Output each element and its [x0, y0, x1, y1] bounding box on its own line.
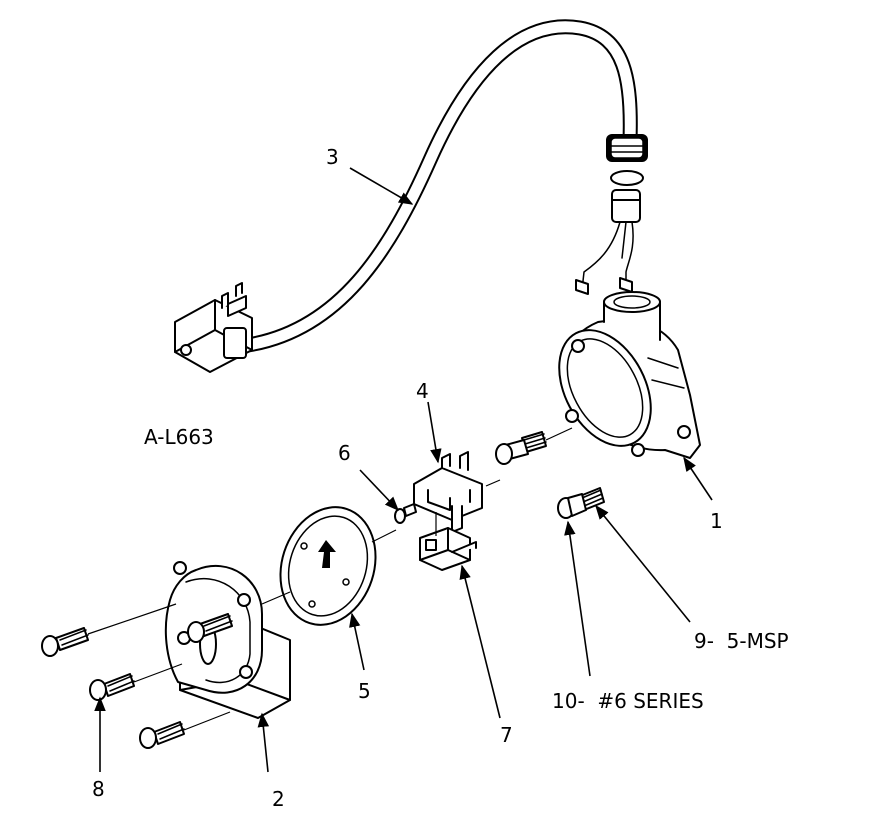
callout-2: 2 [272, 787, 285, 811]
model-number: A-L663 [144, 425, 214, 449]
callout-9: 9- 5-MSP [694, 629, 789, 653]
switch-cover [164, 561, 291, 719]
housing-screw [495, 431, 547, 465]
power-cord [174, 19, 648, 373]
callout-3: 3 [326, 145, 339, 169]
micro-switch [419, 527, 477, 571]
diaphragm [279, 506, 377, 626]
callout-10: 10- #6 SERIES [552, 689, 704, 713]
assembly-axes [87, 427, 573, 731]
callout-8: 8 [92, 777, 105, 801]
switch-bracket [413, 451, 483, 533]
long-screws [41, 613, 233, 749]
callout-leaders [94, 167, 713, 773]
pump-housing [558, 291, 701, 459]
callout-6: 6 [338, 441, 351, 465]
callout-1: 1 [710, 509, 723, 533]
callout-7: 7 [500, 723, 513, 747]
small-screw [394, 503, 417, 524]
callout-labels: A-L663 3 4 6 1 5 7 2 8 9- 5-MSP 10- #6 S… [92, 145, 789, 811]
callout-4: 4 [416, 379, 429, 403]
screw-5-msp [557, 487, 605, 519]
callout-5: 5 [358, 679, 371, 703]
